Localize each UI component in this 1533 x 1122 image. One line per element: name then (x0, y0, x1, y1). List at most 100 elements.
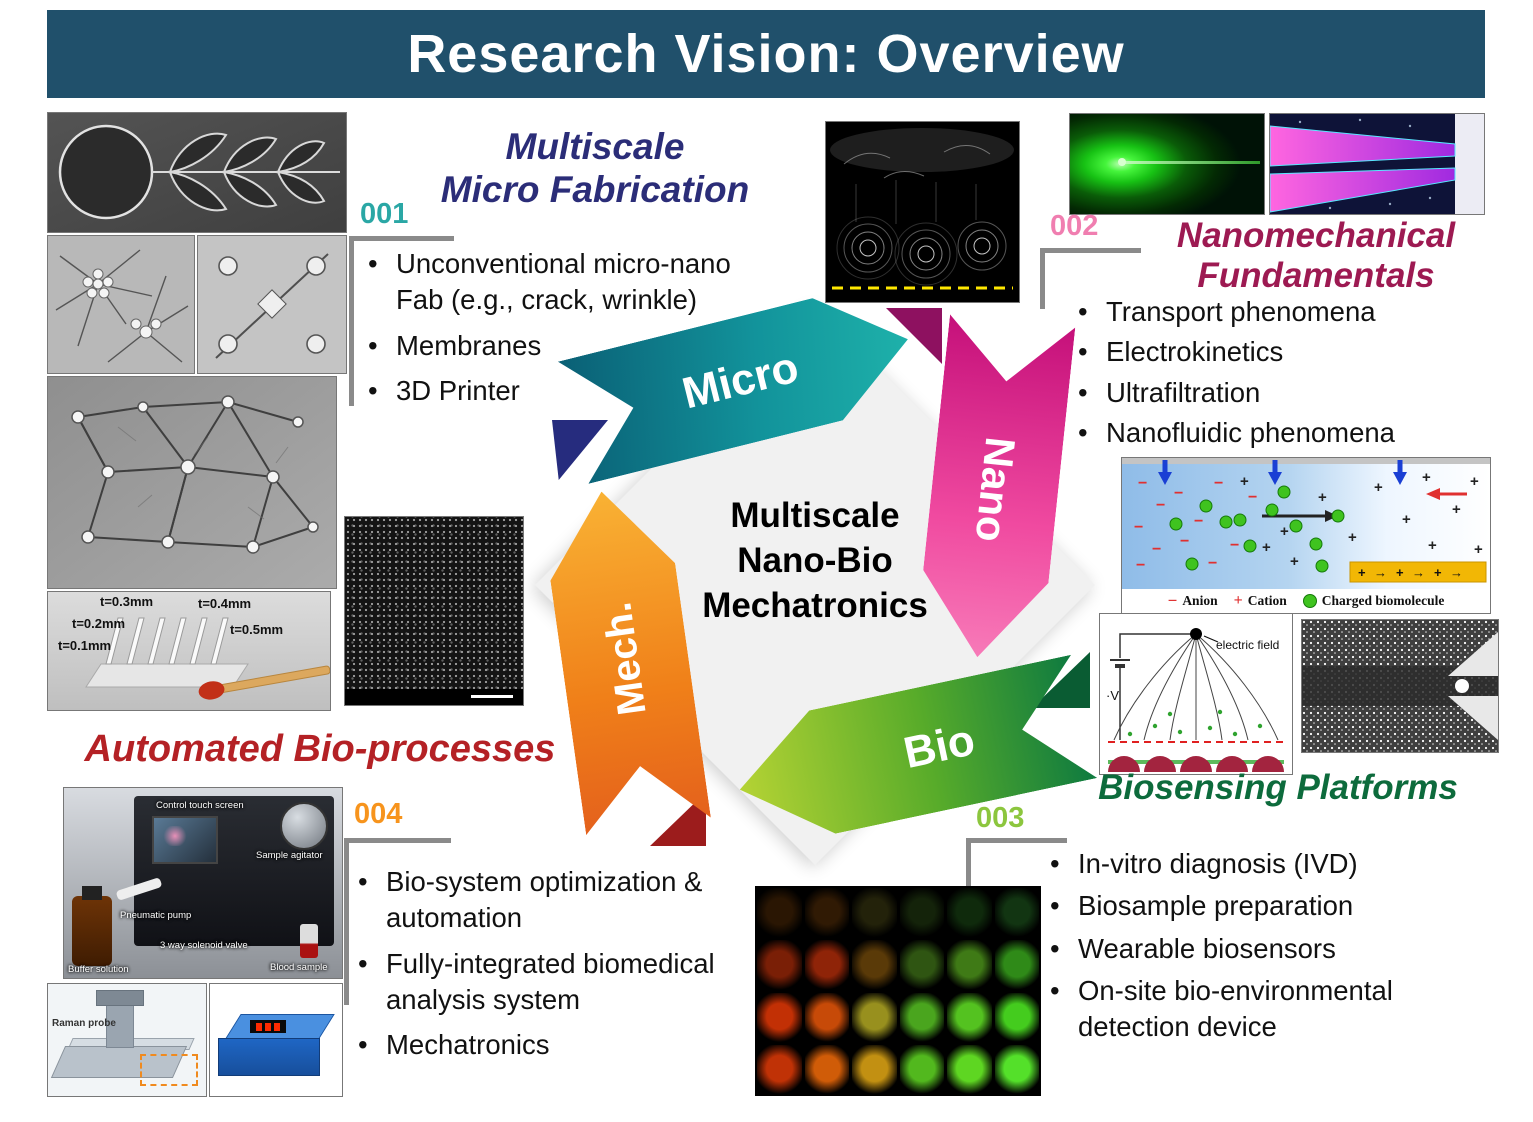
blood-sample-vial (300, 924, 318, 958)
microfluidic-leaf-channel-image (47, 112, 347, 233)
bullet-item: In-vitro diagnosis (IVD) (1044, 846, 1496, 883)
page-title: Research Vision: Overview (407, 24, 1125, 84)
electric-field-diagram: electric field V (1099, 613, 1293, 775)
diagram-center-title: Multiscale Nano-Bio Mechatronics (660, 494, 970, 628)
bio-arrow-label: Bio (899, 715, 980, 779)
electric-field-graphic (1100, 614, 1292, 774)
well-cell (852, 1044, 897, 1094)
callout-bracket-004 (344, 838, 451, 1005)
bullet-item: Membranes (362, 328, 766, 365)
ion-symbols-graphic: −−− −−− −−− −−− +++ +++ +++ +++ ++ (1122, 458, 1490, 583)
match (198, 665, 330, 700)
touch-screen (152, 816, 218, 864)
green-fluorescence-graphic (1070, 114, 1264, 214)
vortex-flow-image (825, 121, 1020, 303)
crack-pattern-a-graphic (48, 236, 194, 373)
bullet-item: 3D Printer (362, 373, 766, 410)
svg-text:→: → (1412, 565, 1425, 580)
section-number-004: 004 (354, 798, 403, 830)
bullet-item: Transport phenomena (1072, 294, 1512, 331)
svg-text:+: + (1374, 479, 1383, 496)
well-cell (947, 1044, 992, 1094)
fluorescence-nanochannel-image (1069, 113, 1265, 215)
membrane-fins (105, 617, 229, 665)
raman-probe-cad-render: Raman probe (47, 983, 207, 1097)
well-cell (757, 1044, 802, 1094)
particle-flow-image (1301, 619, 1499, 753)
well-cell (804, 940, 849, 990)
svg-text:+: + (1402, 511, 1411, 528)
voltage-label: V (1106, 688, 1119, 703)
legend-cation-label: Cation (1247, 593, 1287, 608)
section-title-line: Micro Fabrication (440, 168, 750, 210)
efield-labels: electric field V (1100, 614, 1292, 774)
nanochannel-micrograph-image (1269, 113, 1485, 215)
electrode-bar (1349, 561, 1487, 583)
bullet-item: Nanofluidic phenomena (1072, 415, 1512, 452)
cad-annotation-box (140, 1054, 198, 1086)
biosensing-bullet-list: In-vitro diagnosis (IVD) Biosample prepa… (1044, 846, 1496, 1051)
svg-text:−: − (1180, 533, 1189, 550)
equipment-label-buffer: Buffer solution (68, 964, 129, 975)
device-front-face (218, 1038, 320, 1076)
svg-text:+: + (1290, 553, 1299, 570)
well-cell (852, 888, 897, 938)
svg-text:−: − (1194, 513, 1203, 530)
equipment-label-valve: 3 way solenoid valve (160, 940, 248, 951)
well-cell (852, 992, 897, 1042)
bullet-item: Fully-integrated biomedical analysis sys… (352, 946, 752, 1019)
crack-network-image (47, 376, 337, 589)
svg-text:+: + (1474, 541, 1483, 558)
svg-text:+: + (1396, 565, 1404, 580)
bullet-item: Wearable biosensors (1044, 931, 1496, 968)
thickness-label: t=0.2mm (72, 616, 126, 631)
legend-anion-label: Anion (1182, 593, 1218, 608)
biomolecule-symbols (1169, 485, 1345, 573)
thickness-label: t=0.1mm (58, 638, 112, 653)
well-cell (757, 888, 802, 938)
center-title-line: Multiscale (730, 496, 900, 535)
section-title-line: Fundamentals (1197, 256, 1435, 296)
cation-symbols: +++ +++ +++ +++ ++ (1240, 469, 1483, 574)
well-cell (947, 992, 992, 1042)
fluorescent-well-grid (755, 886, 1041, 1096)
bullet-item: On-site bio-environmental detection devi… (1044, 973, 1496, 1046)
svg-text:−: − (1214, 475, 1223, 492)
well-cell (757, 992, 802, 1042)
center-title-line: Mechatronics (702, 585, 928, 625)
electric-field-label: electric field (1216, 638, 1280, 652)
section-number-001: 001 (360, 198, 409, 230)
section-title-micro-fabrication: Multiscale Micro Fabrication (390, 126, 800, 211)
well-cell (804, 992, 849, 1042)
crack-pattern-image-b (197, 235, 347, 374)
ion-legend: − Anion + Cation Charged biomolecule (1122, 589, 1490, 613)
svg-text:+: + (1280, 523, 1289, 540)
thickness-labels: t=0.3mm t=0.4mm t=0.2mm t=0.5mm t=0.1mm (48, 592, 330, 710)
bullet-item: Ultrafiltration (1072, 375, 1512, 412)
equipment-label-pump: Pneumatic pump (120, 910, 192, 921)
legend-biomolecule-label: Charged biomolecule (1321, 593, 1445, 608)
nanomechanical-bullet-list: Transport phenomena Electrokinetics Ultr… (1072, 294, 1512, 455)
legend-cation: + Cation (1234, 592, 1287, 610)
section-number-002: 002 (1050, 210, 1099, 242)
anion-symbols: −−− −−− −−− −−− (1134, 475, 1257, 574)
svg-text:+: + (1428, 537, 1437, 554)
sem-scale-bar (471, 695, 513, 698)
anion-icon: − (1167, 591, 1178, 610)
svg-text:+: + (1452, 501, 1461, 518)
heatsink-match-graphic (48, 592, 330, 710)
blue-device-render (209, 983, 343, 1097)
well-cell (899, 992, 944, 1042)
automated-bioprocess-bullet-list: Bio-system optimization & automation Ful… (352, 864, 752, 1072)
sem-nanoporous-image (344, 516, 524, 706)
svg-text:+: + (1262, 539, 1271, 556)
legend-biomolecule: Charged biomolecule (1302, 593, 1445, 609)
micro-fabrication-bullet-list: Unconventional micro-nano Fab (e.g., cra… (362, 246, 766, 418)
thickness-label: t=0.4mm (198, 596, 252, 611)
svg-text:+: + (1358, 565, 1366, 580)
well-cell (899, 1044, 944, 1094)
well-cell (804, 1044, 849, 1094)
crack-network-graphic (48, 377, 336, 588)
svg-text:→: → (1374, 565, 1387, 580)
